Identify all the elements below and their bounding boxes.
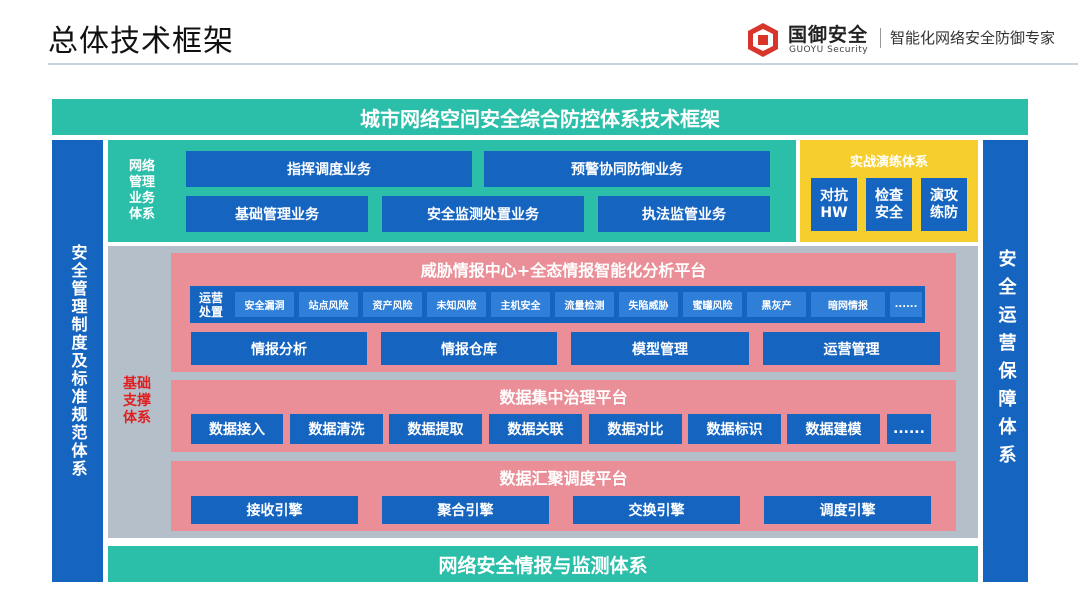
top-banner: 城市网络空间安全综合防控体系技术框架 [52,99,1028,135]
drill-item-check[interactable]: 检查安全 [866,178,912,231]
module-intel-warehouse[interactable]: 情报仓库 [381,332,557,365]
module-model-management[interactable]: 模型管理 [571,332,749,365]
support-label-text: 基础支撑体系 [123,375,151,426]
drill-title: 实战演练体系 [849,154,928,170]
page-title: 总体技术框架 [48,24,234,59]
left-side-label: 安全管理制度及标准规范体系 [68,244,88,478]
ops-item-blackgray[interactable]: 黑灰产 [747,292,806,317]
security-monitoring-button[interactable]: 安全监测处置业务 [382,196,584,232]
data-cleaning-button[interactable]: 数据清洗 [290,414,383,444]
header-separator [880,28,881,48]
data-access-button[interactable]: 数据接入 [191,414,283,444]
bottom-banner: 网络安全情报与监测体系 [108,546,978,582]
aggregate-engine-button[interactable]: 聚合引擎 [382,496,549,524]
command-dispatch-button[interactable]: 指挥调度业务 [186,151,472,187]
module-intel-analysis[interactable]: 情报分析 [191,332,367,365]
ops-item-asset[interactable]: 资产风险 [363,292,422,317]
ops-item-compromise[interactable]: 失陷威胁 [619,292,678,317]
law-enforcement-button[interactable]: 执法监管业务 [598,196,770,232]
basic-management-button[interactable]: 基础管理业务 [186,196,368,232]
drill-item-check-label: 检查安全 [875,187,903,221]
data-modeling-button[interactable]: 数据建模 [787,414,880,444]
schedule-engine-button[interactable]: 调度引擎 [764,496,931,524]
ops-item-darkweb[interactable]: 暗网情报 [811,292,885,317]
right-side-column: 安全运营保障体系 [983,140,1028,582]
receive-engine-button[interactable]: 接收引擎 [191,496,358,524]
drill-item-exercise-label: 演攻练防 [930,187,958,221]
drill-item-hw-label: 对抗HW [820,187,848,221]
exchange-engine-button[interactable]: 交换引擎 [573,496,740,524]
header-divider [48,63,1078,65]
data-association-button[interactable]: 数据关联 [489,414,582,444]
warning-defense-button[interactable]: 预警协同防御业务 [484,151,770,187]
ops-item-host[interactable]: 主机安全 [491,292,550,317]
ops-item-vuln[interactable]: 安全漏洞 [235,292,294,317]
ops-label-text: 运营处置 [198,290,223,319]
data-extraction-button[interactable]: 数据提取 [389,414,482,444]
shield-logo-icon [745,22,781,58]
drill-item-exercise[interactable]: 演攻练防 [921,178,967,231]
data-identification-button[interactable]: 数据标识 [688,414,781,444]
data-more-button[interactable]: ...... [887,414,931,444]
ops-item-honeypot[interactable]: 蜜罐风险 [683,292,742,317]
brand-name-en: GUOYU Security [789,45,869,55]
data-comparison-button[interactable]: 数据对比 [589,414,682,444]
ops-item-site[interactable]: 站点风险 [299,292,358,317]
right-side-label: 安全运营保障体系 [995,249,1017,473]
business-label: 网络管理业务体系 [118,150,166,232]
threat-platform-title: 威胁情报中心+全态情报智能化分析平台 [420,261,707,280]
business-label-text: 网络管理业务体系 [128,159,155,222]
ops-label: 运营处置 [192,288,230,321]
module-ops-management[interactable]: 运营管理 [763,332,940,365]
data-governance-title: 数据集中治理平台 [499,388,628,407]
ops-item-traffic[interactable]: 流量检测 [555,292,614,317]
brand-name: 国御安全 [788,24,869,46]
data-scheduling-title: 数据汇聚调度平台 [499,469,628,488]
support-label: 基础支撑体系 [112,370,162,432]
brand-slogan: 智能化网络安全防御专家 [890,29,1056,47]
left-side-column: 安全管理制度及标准规范体系 [52,140,103,582]
drill-item-hw[interactable]: 对抗HW [811,178,857,231]
ops-item-unknown[interactable]: 未知风险 [427,292,486,317]
ops-item-more[interactable]: ...... [890,292,922,317]
